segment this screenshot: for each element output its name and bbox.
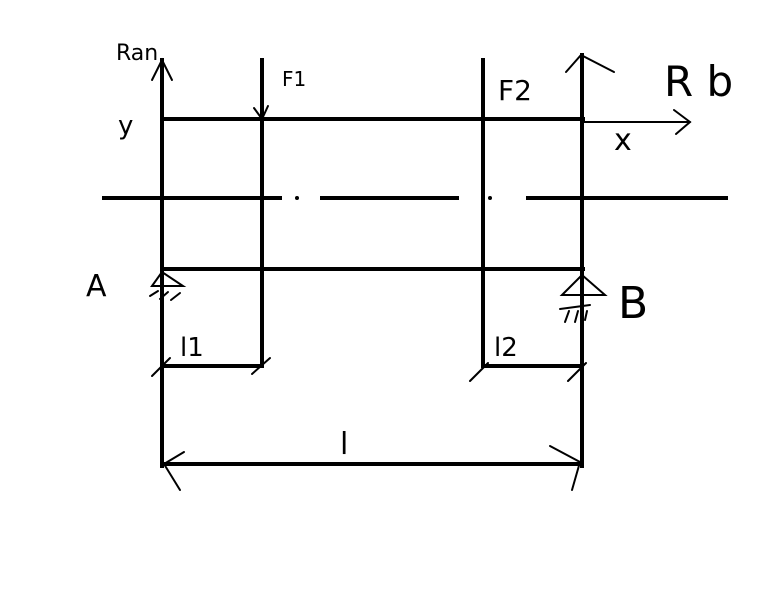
label-dim-l: l [340, 427, 348, 462]
dim-l1-tick-right [251, 357, 271, 375]
dim-l2-tick-right [567, 362, 587, 382]
label-axis-y: y [118, 111, 133, 141]
dim-l-arrow-right [549, 445, 582, 491]
label-axis-x: x [614, 123, 632, 158]
dim-l1-tick-left [151, 357, 171, 377]
label-support-b: B [618, 278, 648, 329]
support-b-hatching [559, 304, 591, 323]
label-force-2: F2 [498, 74, 532, 107]
x-axis-arrowhead [673, 109, 692, 135]
label-reaction-a: Ran [116, 41, 158, 66]
label-reaction-b: R b [664, 57, 733, 106]
dim-l-arrow-left [162, 451, 185, 491]
label-support-a: A [86, 269, 107, 304]
force-1-arrowhead [253, 105, 269, 121]
reaction-a-arrowhead [151, 57, 173, 81]
support-b-triangle [559, 273, 608, 296]
label-dim-l2: l2 [494, 333, 518, 363]
centerline-dot-1 [295, 196, 299, 200]
reaction-b-arrowhead [565, 53, 615, 73]
centerline-dot-2 [488, 196, 492, 200]
support-a-hatching [149, 290, 181, 301]
label-dim-l1: l1 [180, 333, 204, 363]
dim-l2-tick-left [469, 362, 489, 382]
label-force-1: F1 [282, 67, 306, 91]
support-a-triangle [150, 270, 187, 287]
